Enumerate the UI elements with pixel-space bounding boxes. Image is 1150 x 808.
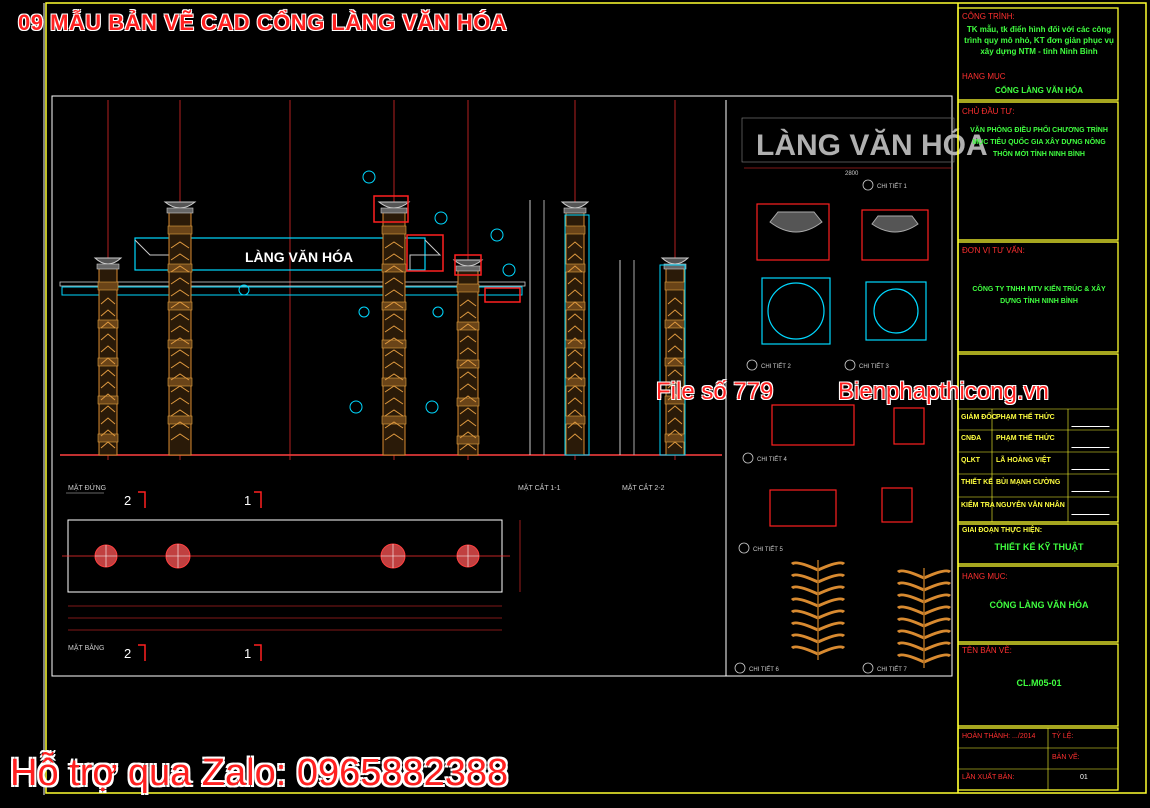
tb-item2-value: CỔNG LÀNG VĂN HÓA [989, 600, 1089, 610]
tb-role-label: KIỂM TRA [961, 502, 995, 509]
detail-label-text: CHI TIẾT 6 [749, 666, 779, 673]
website-overlay: Bienphapthicong.vn [838, 378, 1049, 405]
detail-label-text: CHI TIẾT 5 [753, 546, 783, 553]
detail-drawings [756, 203, 929, 527]
tb-sheet-name-label: TÊN BẢN VẼ: [962, 646, 1012, 655]
tb-role-name: PHẠM THẾ THỨC [996, 435, 1055, 442]
tb-role-label: QLKT [961, 457, 981, 464]
section-mark-1-top: 1 [244, 493, 251, 508]
view-label-front: MẶT ĐỨNG [68, 483, 106, 492]
tb-issue-value: 01 [1080, 774, 1088, 781]
big-sign-text: LÀNG VĂN HÓA [756, 128, 988, 162]
tb-scale-label: TỶ LỆ: [1052, 733, 1074, 740]
file-number-overlay: File số 779 [656, 378, 774, 405]
signature-icon [1071, 455, 1115, 470]
leaf-motifs [790, 560, 952, 668]
tb-role-name: PHẠM THẾ THỨC [996, 414, 1055, 421]
detail-label: CHI TIẾT 4 [742, 452, 787, 464]
signature-icon [1071, 433, 1115, 448]
view-label-section1: MẶT CẮT 1-1 [518, 483, 561, 492]
highlight-boxes [373, 195, 521, 303]
detail-labels: CHI TIẾT 1 CHI TIẾT 2 CHI TIẾT 3 CHI TIẾT 4… [734, 179, 907, 674]
detail-label-text: CHI TIẾT 1 [877, 183, 907, 190]
tb-role-name: LÃ HOÀNG VIỆT [996, 457, 1051, 464]
callouts [238, 170, 516, 414]
detail-label-text: CHI TIẾT 4 [757, 456, 787, 463]
signature-icon [1071, 500, 1115, 515]
gate-column [452, 259, 484, 456]
tb-consultant-text: CÔNG TY TNHH MTV KIẾN TRÚC & XÂY DỰNG TỈ… [972, 286, 1106, 305]
detail-label: CHI TIẾT 7 [862, 662, 907, 674]
gate-column [660, 257, 690, 456]
signature-icon [1071, 477, 1115, 492]
big-sign-frame [741, 117, 955, 163]
tb-item2-label: HẠNG MỤC: [962, 572, 1008, 581]
tb-project-label: CÔNG TRÌNH: [962, 12, 1015, 21]
section-views [529, 200, 686, 456]
gate-column [560, 201, 590, 456]
tb-role-label: CNĐA [961, 435, 982, 442]
gate-columns [93, 201, 690, 456]
tb-issue-label: LẦN XUẤT BẢN: [962, 774, 1015, 781]
sign-width-dim: 2800 [845, 171, 859, 177]
tb-role-label: GIÁM ĐỐC [961, 414, 997, 421]
detail-label-text: CHI TIẾT 3 [859, 363, 889, 370]
plan-view [62, 519, 521, 631]
tb-owner-text: VĂN PHÒNG ĐIỀU PHỐI CHƯƠNG TRÌNH MỤC TIÊ… [970, 127, 1108, 158]
tb-project-text: TK mẫu, tk điển hình đối với các công tr… [964, 25, 1114, 56]
tb-item-label: HẠNG MỤC [962, 72, 1006, 81]
gate-sign-text: LÀNG VĂN HÓA [245, 248, 353, 265]
titleblock-rows [958, 408, 1118, 790]
tb-sheet-no-label: BẢN VẼ: [1052, 754, 1080, 761]
tb-role-label: THIẾT KẾ [961, 479, 993, 486]
leaf-motif [896, 568, 952, 668]
detail-label-text: CHI TIẾT 7 [877, 666, 907, 673]
page-title: 09 MẪU BẢN VẼ CAD CỔNG LÀNG VĂN HÓA [18, 10, 508, 35]
detail-label-text: CHI TIẾT 2 [761, 363, 791, 370]
gate-column [163, 201, 197, 456]
view-label-plan: MẶT BẰNG [68, 643, 104, 652]
gate-column [93, 257, 123, 456]
tb-item-value: CỔNG LÀNG VĂN HÓA [995, 86, 1083, 95]
section-mark-2-bottom: 2 [124, 646, 131, 661]
drawing-frame-outer [45, 2, 1147, 794]
section-mark-1-bottom: 1 [244, 646, 251, 661]
tb-role-name: NGUYỄN VĂN NHÂN [996, 502, 1065, 509]
tb-sheet-name-value: CL.M05-01 [1016, 678, 1062, 688]
signature-icon [1071, 412, 1115, 427]
detail-label: CHI TIẾT 2 [746, 359, 791, 371]
tb-role-name: BÙI MẠNH CƯỜNG [996, 479, 1061, 486]
tb-phase-label: GIAI ĐOẠN THỰC HIỆN: [962, 527, 1043, 534]
section-mark-2-top: 2 [124, 493, 131, 508]
view-label-section2: MẶT CẮT 2-2 [622, 483, 665, 492]
detail-label: CHI TIẾT 6 [734, 662, 779, 674]
detail-label: CHI TIẾT 5 [738, 542, 783, 554]
detail-label: CHI TIẾT 1 [862, 179, 907, 191]
gate-column [377, 201, 411, 456]
leaf-motif [790, 560, 846, 660]
tb-phase-value: THIẾT KẾ KỸ THUẬT [994, 542, 1084, 552]
tb-completed: HOÀN THÀNH: .../2014 [962, 733, 1036, 740]
tb-owner-label: CHỦ ĐẦU TƯ: [962, 107, 1015, 116]
main-area-border [51, 95, 953, 677]
tb-consultant-label: ĐƠN VỊ TƯ VẤN: [962, 246, 1025, 255]
detail-label: CHI TIẾT 3 [844, 359, 889, 371]
zalo-support-overlay: Hỗ trợ qua Zalo: 0965882388 [10, 752, 509, 794]
